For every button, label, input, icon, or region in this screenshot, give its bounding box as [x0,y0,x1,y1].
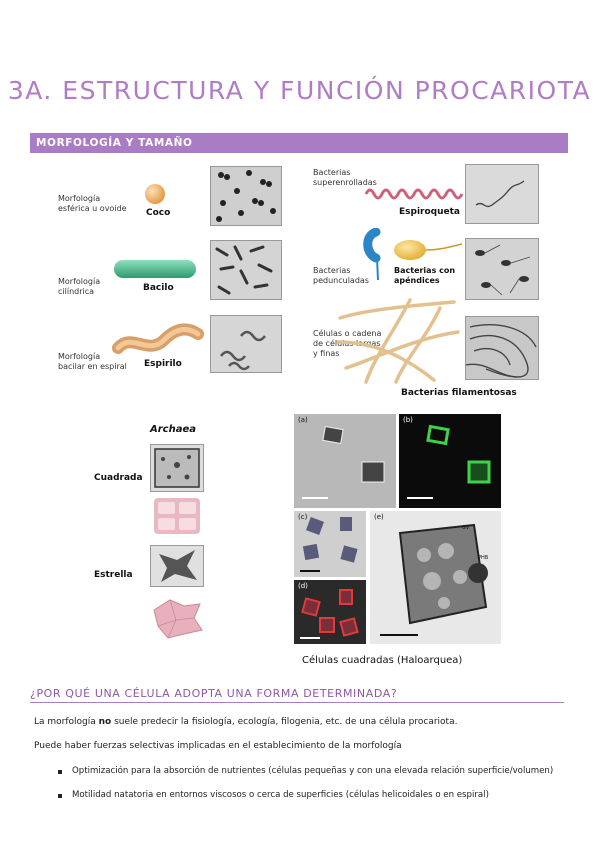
espiroqueta-label: Espiroqueta [399,207,460,217]
page-title: 3A. ESTRUCTURA Y FUNCIÓN PROCARIOTA [7,76,592,105]
cuadrada-micrograph [150,444,204,492]
section-header-morfologia: MORFOLOGÍA Y TAMAÑO [30,133,568,153]
espirilo-micrograph [210,315,282,373]
gv-label: GV [462,525,470,531]
espiroqueta-micrograph [465,164,539,224]
bacilo-label: Bacilo [143,283,174,293]
coco-label: Coco [146,208,171,218]
paragraph-morfologia: La morfología no suele predecir la fisio… [34,717,458,727]
coco-illustration [145,184,165,204]
bacilo-micrograph [210,240,282,300]
bullet-motilidad: Motilidad natatoria en entornos viscosos… [72,790,489,800]
bullet-marker [58,770,62,774]
panel-d-label: (d) [298,582,308,590]
panel-c: (c) [294,511,366,577]
bullet-marker [58,794,62,798]
estrella-illustration [153,599,203,639]
filamentosas-illustration [336,298,460,384]
archaea-title: Archaea [150,424,196,435]
estrella-label: Estrella [94,570,133,580]
estrella-micrograph [150,545,204,587]
panel-b-label: (b) [403,416,413,424]
phb-label: PHB [478,555,489,561]
espiroqueta-illustration [364,188,464,200]
espirilo-illustration [112,323,204,354]
panel-a-label: (a) [298,416,308,424]
haloarquea-caption: Células cuadradas (Haloarquea) [302,655,463,666]
pedunculada-illustration [363,228,381,281]
pedunculadas-micrograph [465,238,539,300]
bullet-nutrientes: Optimización para la absorción de nutrie… [72,766,554,776]
panel-b: (b) [399,414,501,508]
panel-e: (e) GV PHB [370,511,501,644]
panel-a: (a) [294,414,396,508]
section-header-forma: ¿POR QUÉ UNA CÉLULA ADOPTA UNA FORMA DET… [30,687,564,703]
coco-micrograph [210,166,282,226]
cuadrada-label: Cuadrada [94,473,143,483]
paragraph-fuerzas: Puede haber fuerzas selectivas implicada… [34,741,402,751]
cuadrada-illustration [154,498,200,534]
filamentosas-micrograph [465,316,539,380]
panel-d: (d) [294,580,366,644]
filamentosas-label: Bacterias filamentosas [401,388,517,398]
panel-e-label: (e) [374,513,384,521]
apendices-illustration [394,240,463,260]
panel-c-label: (c) [298,513,308,521]
bacilo-illustration [114,260,196,278]
espirilo-label: Espirilo [144,359,182,369]
